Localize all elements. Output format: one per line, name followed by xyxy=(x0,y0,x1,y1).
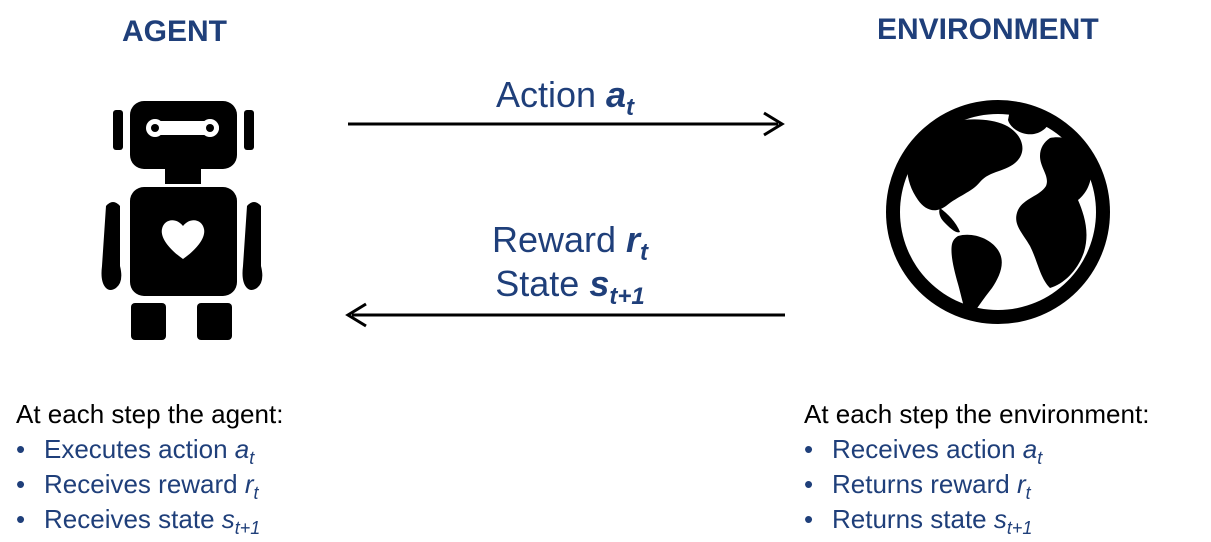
environment-summary-intro: At each step the environment: xyxy=(804,399,1150,429)
bullet-icon: • xyxy=(16,434,26,464)
environment-item-text: Returns state xyxy=(832,504,994,534)
robot-eyes xyxy=(151,124,214,132)
agent-heading: AGENT xyxy=(122,15,227,48)
agent-summary-item: • Receives state st+1 xyxy=(16,502,283,537)
reward-symbol: r xyxy=(626,219,641,260)
reward-label: Reward rt xyxy=(460,219,680,265)
agent-summary-intro: At each step the agent: xyxy=(16,399,284,429)
agent-item-symbol: a xyxy=(234,434,250,464)
environment-item-symbol: s xyxy=(993,504,1007,534)
environment-summary-item: • Receives action at xyxy=(804,432,1149,467)
agent-item-text: Executes action xyxy=(44,434,235,464)
environment-item-subscript: t xyxy=(1037,448,1043,468)
environment-item-subscript: t xyxy=(1025,483,1031,503)
agent-item-subscript: t+1 xyxy=(234,518,261,538)
environment-item-symbol: r xyxy=(1016,469,1026,499)
agent-item-symbol: s xyxy=(221,504,235,534)
agent-item-symbol: r xyxy=(244,469,254,499)
bullet-icon: • xyxy=(16,504,26,534)
agent-item-text: Receives reward xyxy=(44,469,245,499)
feedback-arrow xyxy=(345,302,785,328)
action-subscript: t xyxy=(626,94,635,121)
state-label: State st+1 xyxy=(460,263,680,309)
environment-item-text: Receives action xyxy=(832,434,1023,464)
agent-summary: At each step the agent: • Executes action… xyxy=(16,397,283,537)
environment-heading: ENVIRONMENT xyxy=(877,13,1099,46)
bullet-icon: • xyxy=(804,504,814,534)
bullet-icon: • xyxy=(804,469,814,499)
robot-face xyxy=(146,119,219,259)
globe-icon xyxy=(886,100,1110,324)
environment-summary-item: • Returns state st+1 xyxy=(804,502,1149,537)
environment-summary-item: • Returns reward rt xyxy=(804,467,1149,502)
environment-item-symbol: a xyxy=(1022,434,1038,464)
reward-subscript: t xyxy=(640,239,649,266)
agent-item-text: Receives state xyxy=(44,504,222,534)
bullet-icon: • xyxy=(16,469,26,499)
agent-item-subscript: t xyxy=(249,448,255,468)
agent-item-subscript: t xyxy=(253,483,259,503)
action-label: Action at xyxy=(470,74,660,120)
environment-item-subscript: t+1 xyxy=(1006,518,1033,538)
agent-summary-item: • Executes action at xyxy=(16,432,283,467)
action-symbol: a xyxy=(606,74,627,115)
state-symbol: s xyxy=(589,263,610,304)
reward-label-text: Reward xyxy=(491,219,627,260)
state-label-text: State xyxy=(495,263,590,304)
bullet-icon: • xyxy=(804,434,814,464)
state-subscript: t+1 xyxy=(609,283,645,310)
action-arrow xyxy=(348,111,785,137)
action-label-text: Action xyxy=(495,74,607,115)
environment-summary: At each step the environment: • Receives … xyxy=(804,397,1149,537)
environment-item-text: Returns reward xyxy=(832,469,1017,499)
robot-icon xyxy=(101,101,263,340)
agent-summary-item: • Receives reward rt xyxy=(16,467,283,502)
